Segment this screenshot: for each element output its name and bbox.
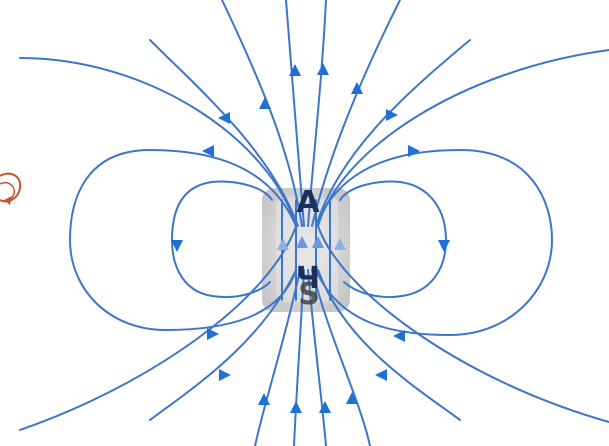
orange-loop-arrow-icon xyxy=(0,174,20,205)
magnet-bottom-label: Ч xyxy=(296,261,320,296)
field-line xyxy=(340,182,446,297)
arrow-left-icon xyxy=(375,369,387,381)
field-line xyxy=(20,58,296,430)
arrow-up-icon xyxy=(290,401,302,413)
field-line xyxy=(172,182,272,297)
arrow-right-icon xyxy=(207,328,219,340)
arrow-right-icon xyxy=(408,145,420,157)
field-line xyxy=(318,50,609,422)
arrow-up-icon xyxy=(317,63,329,75)
arrow-down-icon xyxy=(438,240,450,252)
arrow-up-icon xyxy=(259,97,271,109)
field-line xyxy=(316,150,552,335)
arrow-right-icon xyxy=(219,369,231,381)
magnet-top-label: A xyxy=(296,185,320,220)
